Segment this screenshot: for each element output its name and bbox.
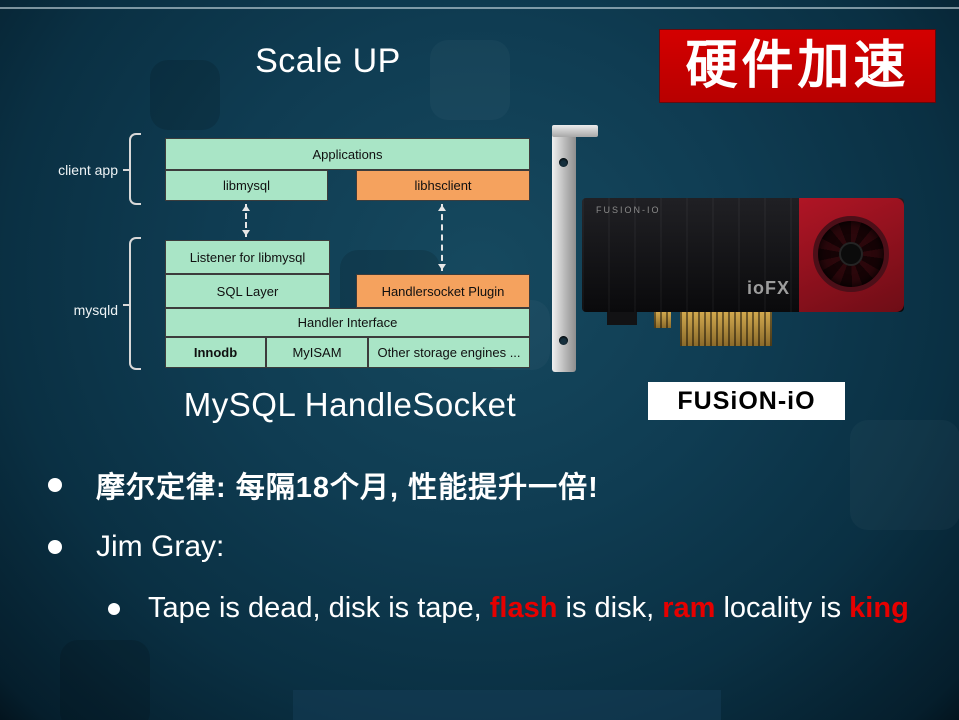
card-brand-text: FUSION-IO [596,205,661,215]
libhsclient-connection-arrow [438,204,446,271]
footer-bar [293,690,721,720]
fusion-iofx-card-photo: FUSION-IO ioFX [552,120,912,380]
background-tile [60,640,150,720]
bullet-dot [108,602,120,615]
fusion-io-logo-text: FUSiON-iO [677,386,816,415]
card-model-text: ioFX [747,278,790,298]
background-tile [150,60,220,130]
card-edge-tab [607,312,637,325]
client-app-brace [123,133,141,205]
card-red-section [799,198,904,312]
bullet-jim-gray: Jim Gray: [48,530,224,564]
top-divider [0,7,959,9]
box-applications: Applications [165,138,530,170]
box-libmysql: libmysql [165,170,328,201]
box-other-engines: Other storage engines ... [368,337,530,368]
bullet-text: Tape is dead, disk is tape, flash is dis… [148,592,909,625]
client-app-label: client app [58,162,118,178]
bullet-dot [48,478,62,492]
card-body: FUSION-IO ioFX [582,198,904,312]
box-listener: Listener for libmysql [165,240,330,274]
bullet-dot [48,540,62,554]
card-pcie-connector [680,312,772,346]
bullet-text: Jim Gray: [96,530,225,563]
mysqld-label: mysqld [73,302,118,318]
box-handlersocket-plugin: Handlersocket Plugin [356,274,530,308]
slide-title: Scale UP [255,42,401,80]
fusion-io-logo: FUSiON-iO [648,382,845,420]
quote-part: is disk, [557,592,663,624]
background-tile [430,40,510,120]
quote-part: Tape is dead, disk is tape, [148,592,490,624]
box-innodb: Innodb [165,337,266,368]
hardware-acceleration-badge: 硬件加速 [660,30,935,102]
bullet-text: 摩尔定律: 每隔18个月, 性能提升一倍! [96,472,599,504]
bracket-screw-hole [559,336,568,345]
card-fan [813,216,889,292]
bracket-screw-hole [559,158,568,167]
background-tile [850,420,959,530]
box-libhsclient: libhsclient [356,170,530,201]
quote-highlight-king: king [849,592,909,624]
box-sql-layer: SQL Layer [165,274,330,308]
quote-highlight-flash: flash [489,592,558,624]
libmysql-connection-arrow [242,204,250,237]
mysqld-brace [123,237,141,370]
box-myisam: MyISAM [266,337,368,368]
bullet-tape-is-dead: Tape is dead, disk is tape, flash is dis… [108,592,909,625]
quote-highlight-ram: ram [662,592,716,624]
card-pcie-notch [654,312,671,328]
quote-part: locality is [715,592,850,624]
card-pci-bracket [552,125,598,372]
diagram-caption: MySQL HandleSocket [183,386,517,423]
bullet-moores-law: 摩尔定律: 每隔18个月, 性能提升一倍! [48,464,599,506]
box-handler-interface: Handler Interface [165,308,530,337]
